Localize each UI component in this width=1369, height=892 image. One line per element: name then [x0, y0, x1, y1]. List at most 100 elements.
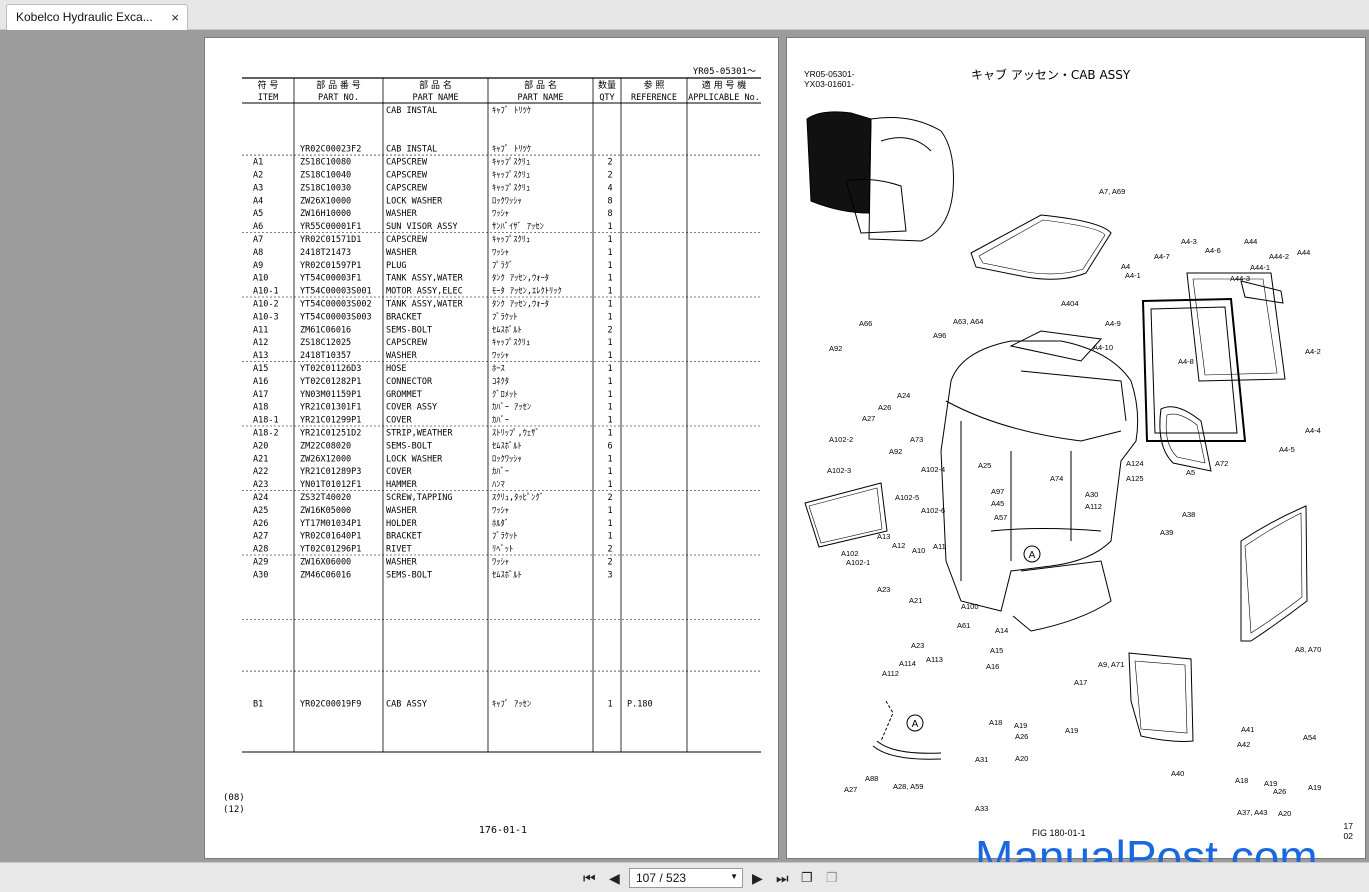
table-cell: ZS18C12025	[300, 338, 351, 348]
part-callout: A28, A59	[893, 782, 923, 791]
page-selector[interactable]: 107 / 523 ▼	[629, 868, 743, 888]
close-icon[interactable]: ×	[171, 10, 179, 25]
revision-08: (08)	[223, 793, 245, 803]
table-cell: ｷｬﾌﾞ ｱｯｾﾝ	[492, 699, 531, 709]
table-cell: YN01T01012F1	[300, 480, 361, 490]
table-cell: YT54C00003S002	[300, 300, 372, 310]
table-cell: COVER	[386, 467, 412, 477]
column-header-en: PART NAME	[517, 93, 563, 103]
part-callout: A26	[878, 403, 891, 412]
last-page-button[interactable]: ⏭	[776, 870, 789, 886]
table-cell: ZW16H10000	[300, 209, 351, 219]
table-cell: ﾛｯｸﾜｯｼｬ	[492, 196, 522, 206]
column-header-en: PART NO.	[318, 93, 359, 103]
table-cell: YR02C01597P1	[300, 261, 361, 271]
table-cell: A29	[253, 558, 268, 568]
part-callout: A20	[1278, 809, 1291, 818]
table-cell: A7	[253, 235, 263, 245]
table-cell: YR02C01640P1	[300, 532, 361, 542]
part-callout: A72	[1215, 459, 1228, 468]
table-cell: 8	[607, 209, 612, 219]
part-callout: A92	[889, 447, 902, 456]
table-cell: ﾓｰﾀ ｱｯｾﾝ,ｴﾚｸﾄﾘｯｸ	[492, 287, 562, 297]
table-cell: YR55C00001F1	[300, 222, 361, 232]
table-cell: PLUG	[386, 261, 406, 271]
table-cell: 6	[607, 441, 612, 451]
table-cell: HOSE	[386, 364, 406, 374]
next-page-button[interactable]: ▶	[752, 870, 763, 886]
table-cell: YR02C00019F9	[300, 699, 361, 709]
table-cell: ｾﾑｽﾎﾞﾙﾄ	[492, 570, 522, 580]
table-cell: 2418T21473	[300, 248, 351, 258]
part-callout: A112	[882, 669, 899, 678]
table-cell: WASHER	[386, 209, 418, 219]
part-callout: A63, A64	[953, 317, 983, 326]
table-cell: ｻﾝﾊﾞｲｻﾞ ｱｯｾﾝ	[492, 222, 544, 232]
table-cell: A24	[253, 493, 268, 503]
table-cell: LOCK WASHER	[386, 196, 443, 206]
table-cell: YT02C01282P1	[300, 377, 361, 387]
column-header-jp: 符 号	[258, 79, 279, 91]
part-callout: A38	[1182, 510, 1195, 519]
table-cell: YR02C00023F2	[300, 145, 361, 155]
table-cell: GROMMET	[386, 390, 422, 400]
part-callout: A100	[961, 602, 979, 611]
table-cell: ｽﾄﾘｯﾌﾟ,ｳｪｻﾞ	[492, 429, 540, 439]
table-cell: 1	[607, 416, 612, 426]
prev-page-button[interactable]: ◀	[609, 870, 620, 886]
diagram-title: キャブ アッセン・CAB ASSY	[971, 67, 1131, 82]
table-cell: 1	[607, 480, 612, 490]
part-callout: A96	[933, 331, 946, 340]
part-callout: A26	[1273, 787, 1286, 796]
table-cell: SEMS-BOLT	[386, 441, 432, 451]
table-cell: 1	[607, 519, 612, 529]
part-callout: A19	[1065, 726, 1078, 735]
table-cell: A12	[253, 338, 268, 348]
part-callout: A4-1	[1125, 271, 1141, 280]
part-callout: A42	[1237, 740, 1250, 749]
roof-panel-inner	[978, 219, 1106, 275]
part-callout: A10	[912, 546, 925, 555]
table-cell: ﾛｯｸﾜｯｼｬ	[492, 454, 522, 464]
table-cell: A18	[253, 403, 268, 413]
table-cell: ﾎｰｽ	[492, 364, 505, 374]
part-callout: A9, A71	[1098, 660, 1124, 669]
exploded-diagram-page: YR05-05301- YX03-01601- キャブ アッセン・CAB ASS…	[786, 37, 1366, 859]
part-callout: A15	[990, 646, 1003, 655]
column-header-en: QTY	[599, 93, 614, 103]
table-cell: CAB INSTAL	[386, 106, 437, 116]
table-cell: ZM22C08020	[300, 441, 351, 451]
column-header-en: APPLICABLE No.	[688, 93, 760, 103]
first-page-button[interactable]: ⏮	[583, 870, 596, 886]
part-callout: A92	[829, 344, 842, 353]
part-callout: A112	[1085, 502, 1102, 511]
part-callout: A44	[1297, 248, 1310, 257]
table-cell: A10-3	[253, 312, 279, 322]
single-page-view-icon[interactable]: ❐	[801, 870, 813, 885]
part-callout: A21	[909, 596, 922, 605]
table-cell: WASHER	[386, 248, 418, 258]
document-tab[interactable]: Kobelco Hydraulic Exca... ×	[6, 4, 188, 30]
table-cell: P.180	[627, 699, 653, 709]
page-footer: 176-01-1	[479, 825, 527, 836]
table-cell: 1	[607, 364, 612, 374]
table-cell: CAPSCREW	[386, 171, 428, 181]
tab-bar: Kobelco Hydraulic Exca... ×	[0, 0, 1369, 30]
table-cell: A10-1	[253, 287, 279, 297]
part-callout: A102-6	[921, 506, 945, 515]
table-cell: STRIP,WEATHER	[386, 429, 453, 439]
two-page-view-icon[interactable]: ❐	[826, 870, 838, 885]
table-cell: 1	[607, 338, 612, 348]
table-cell: A28	[253, 545, 268, 555]
